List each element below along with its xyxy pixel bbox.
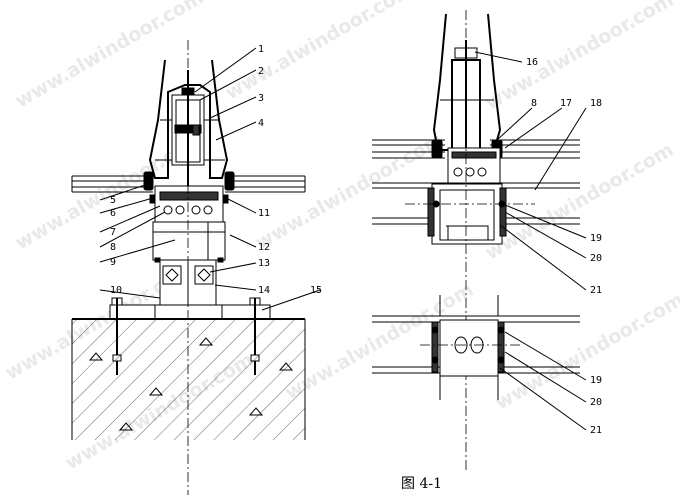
left-concrete-slab [71, 318, 306, 440]
left-section-view [71, 40, 321, 495]
callout-19-upper: 19 [590, 233, 602, 244]
callout-6: 6 [110, 208, 116, 219]
callout-8: 8 [110, 242, 116, 253]
callout-15: 15 [310, 285, 322, 296]
left-leader-lines [99, 47, 321, 311]
right-callout-labels: 16 8 17 18 19 20 21 19 20 21 [526, 57, 602, 436]
callout-12: 12 [258, 242, 270, 253]
callout-3: 3 [258, 93, 264, 104]
callout-14: 14 [258, 285, 270, 296]
right-section-view [372, 10, 580, 470]
watermark-3: www.alwindoor.com [482, 0, 678, 114]
callout-4: 4 [258, 118, 264, 129]
figure-caption: 图 4-1 [401, 476, 442, 492]
left-glass-panes [71, 175, 306, 193]
callout-20-upper: 20 [590, 253, 602, 264]
callout-19-lower: 19 [590, 375, 602, 386]
callout-5: 5 [110, 195, 116, 206]
watermark-5: www.alwindoor.com [252, 129, 448, 255]
callout-2: 2 [258, 66, 264, 77]
callout-10: 10 [110, 285, 122, 296]
watermark-9: www.alwindoor.com [492, 289, 680, 415]
watermark-6: www.alwindoor.com [482, 139, 678, 265]
callout-9: 9 [110, 257, 116, 268]
callout-16: 16 [526, 57, 538, 68]
callout-11: 11 [258, 208, 270, 219]
callout-18: 18 [590, 98, 602, 109]
callout-17: 17 [560, 98, 572, 109]
callout-20-lower: 20 [590, 397, 602, 408]
callout-13: 13 [258, 258, 270, 269]
right-leader-lines [474, 51, 587, 431]
callout-21-lower: 21 [590, 425, 602, 436]
left-gaskets [143, 171, 235, 204]
right-plan-view [372, 295, 580, 400]
callout-1: 1 [258, 44, 264, 55]
callout-7: 7 [110, 227, 116, 238]
left-callout-labels: 1 2 3 4 5 6 7 8 9 10 11 12 13 14 15 [110, 44, 322, 296]
callout-8-right: 8 [531, 98, 537, 109]
callout-21-upper: 21 [590, 285, 602, 296]
